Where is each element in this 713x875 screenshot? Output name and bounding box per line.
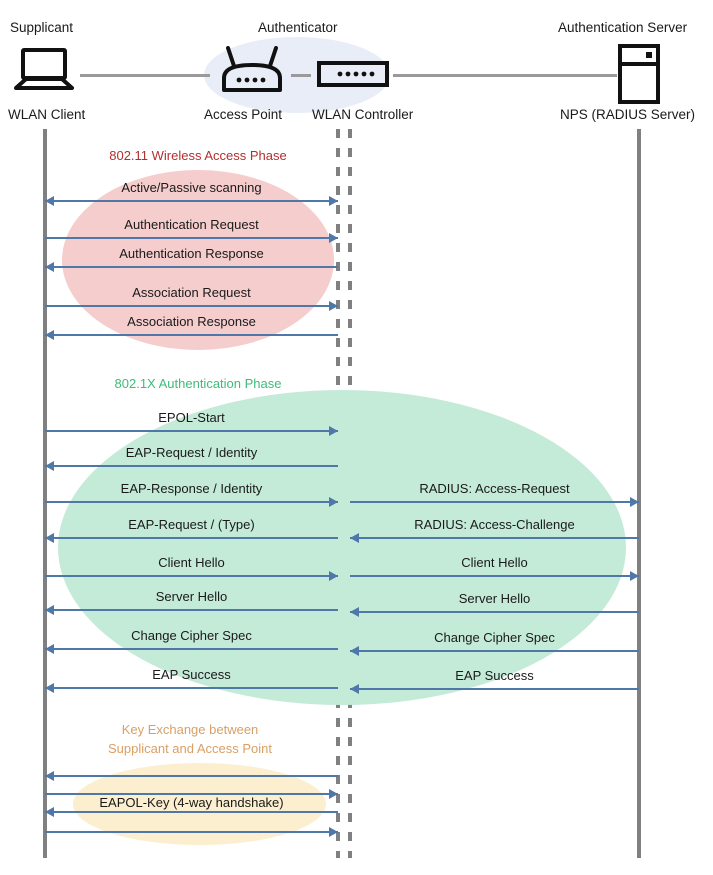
wireless-access-point-icon: [216, 46, 288, 101]
message-label: Server Hello: [458, 591, 531, 606]
laptop-icon: [12, 48, 76, 98]
message-label: EAP Success: [152, 667, 231, 682]
message-label: Active/Passive scanning: [121, 180, 262, 195]
actor-role-supplicant: Supplicant: [10, 20, 74, 35]
actor-device-wlan-client: WLAN Client: [8, 107, 86, 122]
actor-device-wlan-controller: WLAN Controller: [312, 107, 414, 122]
connector-client-to-ap: [80, 74, 210, 77]
message-label: EAP-Request / (Type): [128, 517, 255, 532]
message-label: Association Request: [132, 285, 251, 300]
message-label: RADIUS: Access-Challenge: [414, 517, 575, 532]
message-label-eapol-key: EAPOL-Key (4-way handshake): [99, 795, 284, 810]
connector-controller-to-nps: [393, 74, 617, 77]
phase-title-wireless-access: 802.11 Wireless Access Phase: [109, 148, 287, 163]
message-label: RADIUS: Access-Request: [419, 481, 570, 496]
message-label: Authentication Response: [119, 246, 264, 261]
phase-title-key-exchange: Key Exchange between Supplicant and Acce…: [107, 722, 273, 756]
actor-device-access-point: Access Point: [204, 107, 283, 122]
wlan-controller-icon: [317, 61, 389, 92]
message-label: EAP-Response / Identity: [120, 481, 263, 496]
message-label: Association Response: [127, 314, 256, 329]
message-label: EAP Success: [455, 668, 534, 683]
phase-title-dot1x-authentication: 802.1X Authentication Phase: [114, 376, 282, 391]
message-label: Authentication Request: [124, 217, 259, 232]
actor-role-authenticator: Authenticator: [258, 20, 338, 35]
server-icon: [618, 44, 660, 109]
lifeline-nps-server: [637, 129, 641, 858]
message-label: Change Cipher Spec: [131, 628, 252, 643]
actor-device-nps-server: NPS (RADIUS Server): [560, 107, 696, 122]
message-label: Server Hello: [155, 589, 228, 604]
message-label: EPOL-Start: [158, 410, 225, 425]
phase-ellipse-dot1x-authentication: [58, 390, 626, 705]
message-label: Client Hello: [461, 555, 528, 570]
message-label: Client Hello: [158, 555, 225, 570]
actor-role-authentication-server: Authentication Server: [558, 20, 688, 35]
lifeline-supplicant: [43, 129, 47, 858]
message-label: Change Cipher Spec: [434, 630, 555, 645]
message-label: EAP-Request / Identity: [125, 445, 258, 460]
connector-ap-to-controller: [291, 74, 311, 77]
